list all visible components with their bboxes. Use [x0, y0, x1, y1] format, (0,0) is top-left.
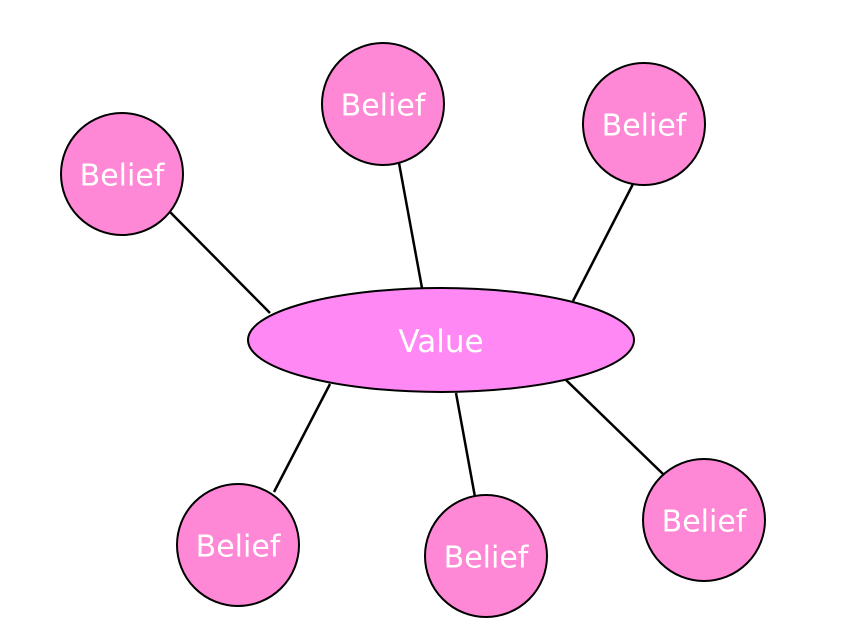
connector-belief-5 — [454, 392, 477, 498]
belief-circle — [424, 494, 548, 618]
belief-circle — [60, 112, 184, 236]
belief-label: Belief — [341, 89, 427, 124]
belief-node: Belief — [582, 62, 706, 186]
belief-label: Belief — [662, 505, 748, 540]
value-node: Value — [247, 287, 635, 393]
connector-belief-2 — [397, 162, 424, 289]
belief-label: Belief — [444, 541, 530, 576]
connector-belief-6 — [565, 379, 664, 475]
belief-circle — [321, 42, 445, 166]
belief-circle — [642, 458, 766, 582]
value-ellipse — [247, 287, 635, 393]
belief-node: Belief — [321, 42, 445, 166]
belief-label: Belief — [196, 530, 282, 565]
connector-belief-1 — [169, 211, 271, 314]
belief-node: Belief — [424, 494, 548, 618]
belief-circle — [176, 483, 300, 607]
belief-node: Belief — [642, 458, 766, 582]
connector-belief-4 — [272, 383, 332, 493]
belief-circle — [582, 62, 706, 186]
connector-lines — [169, 162, 664, 498]
belief-label: Belief — [602, 109, 688, 144]
value-label: Value — [398, 324, 483, 360]
belief-node: Belief — [60, 112, 184, 236]
belief-label: Belief — [80, 159, 166, 194]
belief-node: Belief — [176, 483, 300, 607]
connector-belief-3 — [571, 183, 635, 302]
